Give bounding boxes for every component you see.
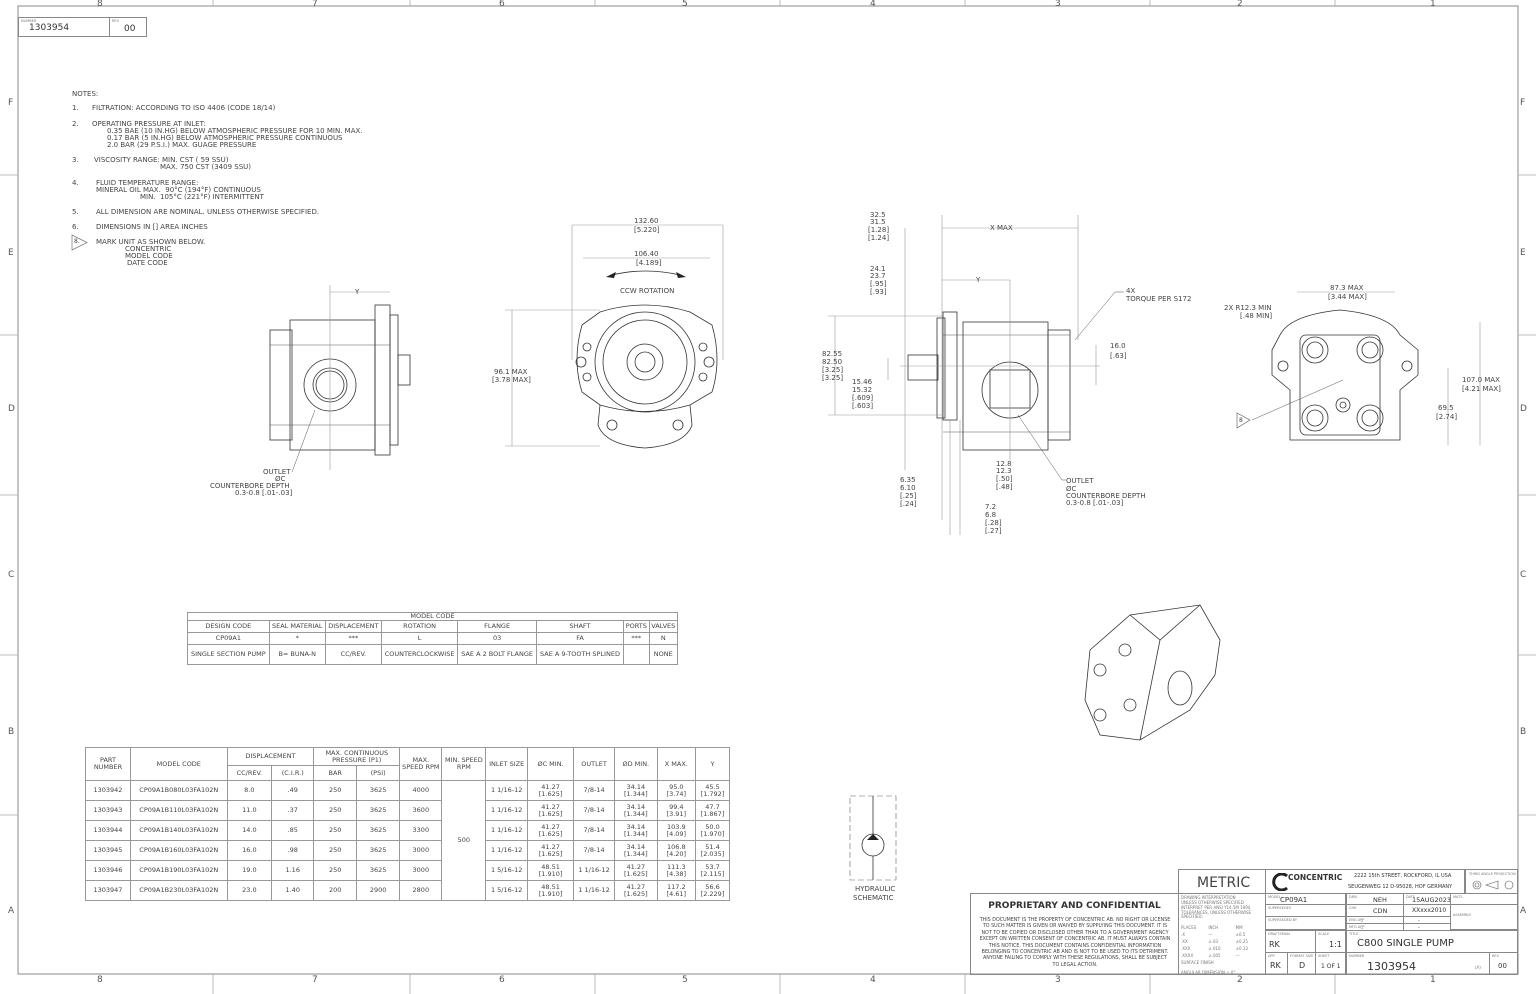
zone-3-bottom: 3	[1055, 975, 1061, 985]
parts-table: PART NUMBER MODEL CODE DISPLACEMENT MAX.…	[85, 747, 730, 901]
model-code-cell: CP09A1	[187, 632, 270, 645]
model-code-cell: DISPLACEMENT	[324, 620, 382, 633]
model-code-cell: SAE A 2 BOLT FLANGE	[457, 644, 537, 665]
zone-8: 8	[97, 0, 103, 9]
proprietary-box: PROPRIETARY AND CONFIDENTIAL THIS DOCUME…	[970, 893, 1179, 975]
note-6: DIMENSIONS IN [] AREA INCHES	[96, 223, 208, 231]
note-5: ALL DIMENSION ARE NOMINAL. UNLESS OTHERW…	[96, 208, 320, 216]
zone-c-right: C	[1520, 570, 1527, 580]
zone-a-right: A	[1520, 906, 1527, 916]
zone-5-bottom: 5	[682, 975, 688, 985]
zone-5: 5	[682, 0, 688, 9]
zone-f: F	[8, 98, 14, 108]
zone-7-bottom: 7	[312, 975, 318, 985]
rotation-label: CCW ROTATION	[620, 287, 675, 295]
model-code-cell: SEAL MATERIAL	[268, 620, 326, 633]
zone-e-right: E	[1520, 248, 1526, 258]
side-view-right	[828, 215, 1124, 535]
model-code-cell: CC/REV.	[324, 644, 382, 665]
corner-rev-box: REV 00	[109, 17, 147, 37]
side-view-left	[269, 285, 411, 473]
corner-number: 1303954	[29, 23, 70, 33]
note-4: FLUID TEMPERATURE RANGE:	[96, 179, 199, 187]
model-code-cell: SHAFT	[535, 620, 625, 633]
model-code-cell: N	[648, 632, 678, 645]
concentric-logo-icon	[1272, 873, 1288, 891]
model-code-cell: ***	[324, 632, 382, 645]
zone-c: C	[8, 570, 15, 580]
drawing-number: 1303954	[1367, 960, 1416, 973]
model-code-cell: FA	[535, 632, 625, 645]
zone-6: 6	[499, 0, 505, 9]
model-code-cell: VALVES	[648, 620, 678, 633]
model-code-cell: SAE A 9-TOOTH SPLINED	[535, 644, 625, 665]
zone-1-bottom: 1	[1430, 975, 1436, 985]
zone-a: A	[8, 906, 15, 916]
rear-view	[1236, 291, 1481, 445]
model-code-cell: FLANGE	[457, 620, 537, 633]
zone-1: 1	[1430, 0, 1436, 9]
isometric-view	[1084, 604, 1221, 741]
note-flag-icon	[71, 234, 88, 251]
hydraulic-schematic	[849, 795, 897, 881]
zone-7: 7	[312, 0, 318, 9]
model-code-cell: SINGLE SECTION PUMP	[187, 644, 270, 665]
zone-4-bottom: 4	[870, 975, 876, 985]
model: CP09A1	[1280, 896, 1308, 904]
zone-3: 3	[1055, 0, 1061, 9]
company-box: CONCENTRIC 2222 15th STREET, ROCKFORD, I…	[1265, 869, 1465, 894]
note-3: VISCOSITY RANGE: MIN. CST ( 59 SSU)	[94, 156, 229, 164]
model-code-cell: B= BUNA-N	[268, 644, 326, 665]
third-angle-projection-icon	[1472, 880, 1514, 890]
zone-d-right: D	[1520, 404, 1527, 414]
zone-6-bottom: 6	[499, 975, 505, 985]
zone-2: 2	[1237, 0, 1243, 9]
model-code-cell: DESIGN CODE	[187, 620, 270, 633]
zone-e: E	[8, 248, 14, 258]
zone-d: D	[8, 404, 15, 414]
model-code-cell: 03	[457, 632, 537, 645]
corner-rev: 00	[124, 24, 136, 34]
front-view	[505, 224, 724, 449]
model-code-cell: PORTS	[623, 620, 650, 633]
model-code-cell: *	[268, 632, 326, 645]
zone-f-right: F	[1520, 98, 1526, 108]
note-1: FILTRATION: ACCORDING TO ISO 4406 (CODE …	[92, 104, 276, 112]
zone-b: B	[8, 727, 15, 737]
zone-b-right: B	[1520, 727, 1527, 737]
zone-4: 4	[870, 0, 876, 9]
zone-2-bottom: 2	[1237, 975, 1243, 985]
model-code-cell: L	[380, 632, 459, 645]
model-code-cell: COUNTERCLOCKWISE	[380, 644, 459, 665]
drawing-title: C800 SINGLE PUMP	[1357, 938, 1454, 949]
model-code-cell: NONE	[648, 644, 678, 665]
model-code-cell	[623, 644, 650, 665]
note-2: OPERATING PRESSURE AT INLET:	[92, 120, 206, 128]
tolerance-box: DRAWING INTERPRETATION UNLESS OTHERWISE …	[1178, 893, 1266, 975]
model-code-cell: ROTATION	[380, 620, 459, 633]
zone-8-bottom: 8	[97, 975, 103, 985]
projection-box: THIRD ANGLE PROJECTION	[1465, 869, 1518, 894]
units-box: METRIC	[1178, 869, 1266, 894]
model-code-cell: ***	[623, 632, 650, 645]
note-8: MARK UNIT AS SHOWN BELOW.	[96, 238, 206, 246]
